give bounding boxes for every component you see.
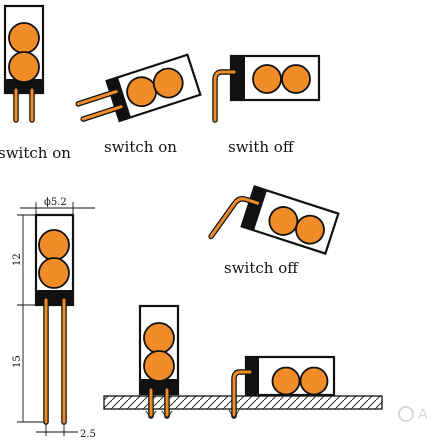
ball-right [152, 67, 184, 99]
pins [75, 88, 124, 122]
bent-pin [208, 196, 261, 240]
watermark: A [398, 406, 428, 423]
switch-mounted-horizontal [228, 355, 336, 419]
watermark-text: A [418, 407, 428, 423]
ball-right [281, 64, 311, 94]
dimension-body-length: 12 [12, 253, 23, 266]
pins [148, 387, 170, 419]
pins [13, 87, 35, 123]
ball-lower [8, 51, 40, 83]
pins [43, 297, 67, 425]
caption-switch-on-vertical: switch on [0, 144, 71, 162]
ball-right [295, 214, 325, 245]
switch-tilted-on [75, 53, 202, 123]
ball-upper [38, 229, 70, 261]
ball-left [271, 366, 301, 396]
dimension-pin-length: 15 [12, 355, 23, 368]
ball-right [299, 366, 329, 396]
caption-switch-off-tilted: switch off [224, 259, 299, 277]
bent-pin [231, 369, 253, 419]
bent-pin [212, 69, 237, 123]
caption-switch-on-tilted: switch on [104, 138, 177, 156]
dimension-diameter: ϕ5.2 [44, 197, 67, 208]
dimension-lines [17, 202, 95, 436]
switch-tilted-off [208, 185, 340, 255]
dimension-pin-spacing: 2.5 [80, 429, 96, 440]
ball-lower [38, 257, 70, 289]
ball-upper [143, 322, 175, 354]
caption-switch-off-horizontal: swith off [228, 138, 295, 156]
switch-vertical-on [3, 4, 45, 123]
ball-left [252, 64, 282, 94]
ball-upper [8, 22, 40, 54]
switch-mounted-vertical [138, 304, 180, 419]
switch-dimensioned [34, 213, 75, 425]
ball-lower [143, 350, 175, 382]
switch-horizontal-off [212, 54, 321, 123]
circuit-board [103, 395, 383, 410]
